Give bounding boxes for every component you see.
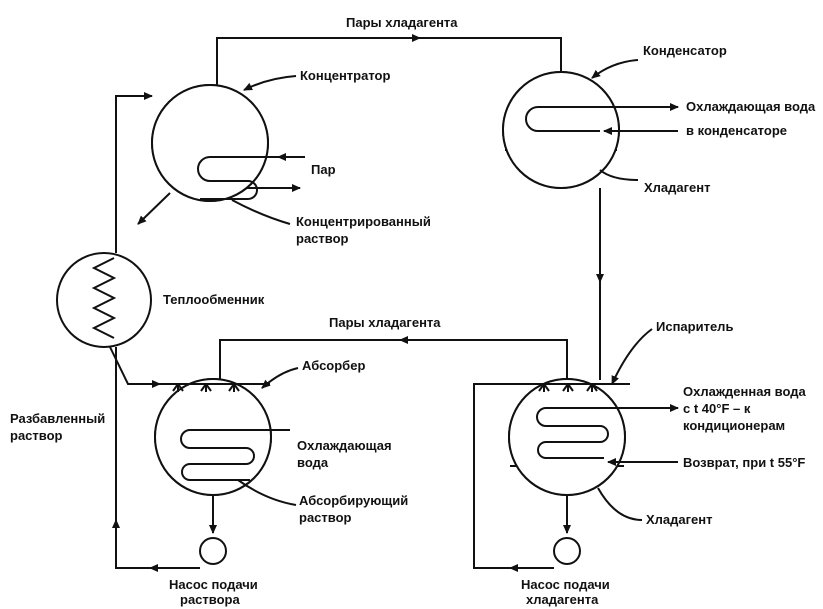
cooling-water-absorber-label-2: вода — [297, 455, 329, 470]
dilute-to-concentrator-arrow — [115, 92, 153, 253]
cooling-water-absorber-label-1: Охлаждающая — [297, 438, 392, 453]
concentrator-vessel — [151, 84, 269, 202]
solution-pump-label-2: раствора — [180, 592, 240, 607]
vapor-middle-label: Пары хладагента — [329, 315, 441, 330]
evaporator-spray-nozzles — [508, 383, 630, 392]
condenser-vessel — [502, 71, 620, 189]
concentrator-label: Концентратор — [300, 68, 390, 83]
refrigerant-condenser-label: Хладагент — [644, 180, 711, 195]
evaporator-label: Испаритель — [656, 319, 733, 334]
dilute-solution-label-1: Разбавленный — [10, 411, 105, 426]
absorber-spray-nozzles — [154, 383, 270, 392]
vapor-pipe-middle — [219, 339, 568, 379]
hx-to-absorber-arrow — [109, 346, 161, 388]
dilute-solution-label-2: раствор — [10, 428, 63, 443]
concentrated-solution-leader — [231, 199, 291, 225]
refrigerant-pump-label-1: Насос подачи — [521, 577, 610, 592]
cooling-water-condenser-label-1: Охлаждающая вода — [686, 99, 816, 114]
chilled-water-label-2: с t 40°F – к — [683, 401, 751, 416]
absorbing-solution-leader — [237, 479, 297, 506]
concentrated-solution-label-2: раствор — [296, 231, 349, 246]
refrigerant-evaporator-leader — [597, 487, 643, 521]
concentrated-solution-label-1: Концентрированный — [296, 214, 431, 229]
refrigerant-evaporator-label: Хладагент — [646, 512, 713, 527]
refrigerant-pump-label-2: хладагента — [526, 592, 599, 607]
absorber-label: Абсорбер — [302, 358, 365, 373]
evaporator-leader — [611, 328, 653, 385]
concentrator-leader — [243, 75, 297, 91]
absorber-leader — [261, 367, 299, 389]
heat-exchanger-label: Теплообменник — [163, 292, 265, 307]
absorbing-solution-label-1: Абсорбирующий — [299, 493, 408, 508]
heat-exchanger — [56, 252, 152, 348]
concentrated-to-hx-arrow — [137, 192, 171, 225]
refrigerant-condenser-leader — [599, 169, 639, 181]
return-water-label: Возврат, при t 55°F — [683, 455, 805, 470]
solution-pump-label-1: Насос подачи — [169, 577, 258, 592]
condenser-coil — [525, 106, 600, 132]
vapor-top-label: Пары хладагента — [346, 15, 458, 30]
chilled-water-label-3: кондиционерам — [683, 418, 785, 433]
cooling-water-condenser-label-2: в конденсаторе — [686, 123, 787, 138]
absorber-vessel — [154, 378, 272, 496]
evaporator-coil — [536, 407, 609, 459]
solution-pump — [199, 537, 227, 565]
refrigerant-pump — [553, 537, 581, 565]
chilled-water-label-1: Охлажденная вода — [683, 384, 807, 399]
condenser-label: Конденсатор — [643, 43, 727, 58]
absorber-coil — [180, 429, 290, 481]
absorbing-solution-label-2: раствор — [299, 510, 352, 525]
steam-coil — [197, 156, 278, 200]
condenser-leader — [591, 59, 639, 79]
steam-label: Пар — [311, 162, 336, 177]
